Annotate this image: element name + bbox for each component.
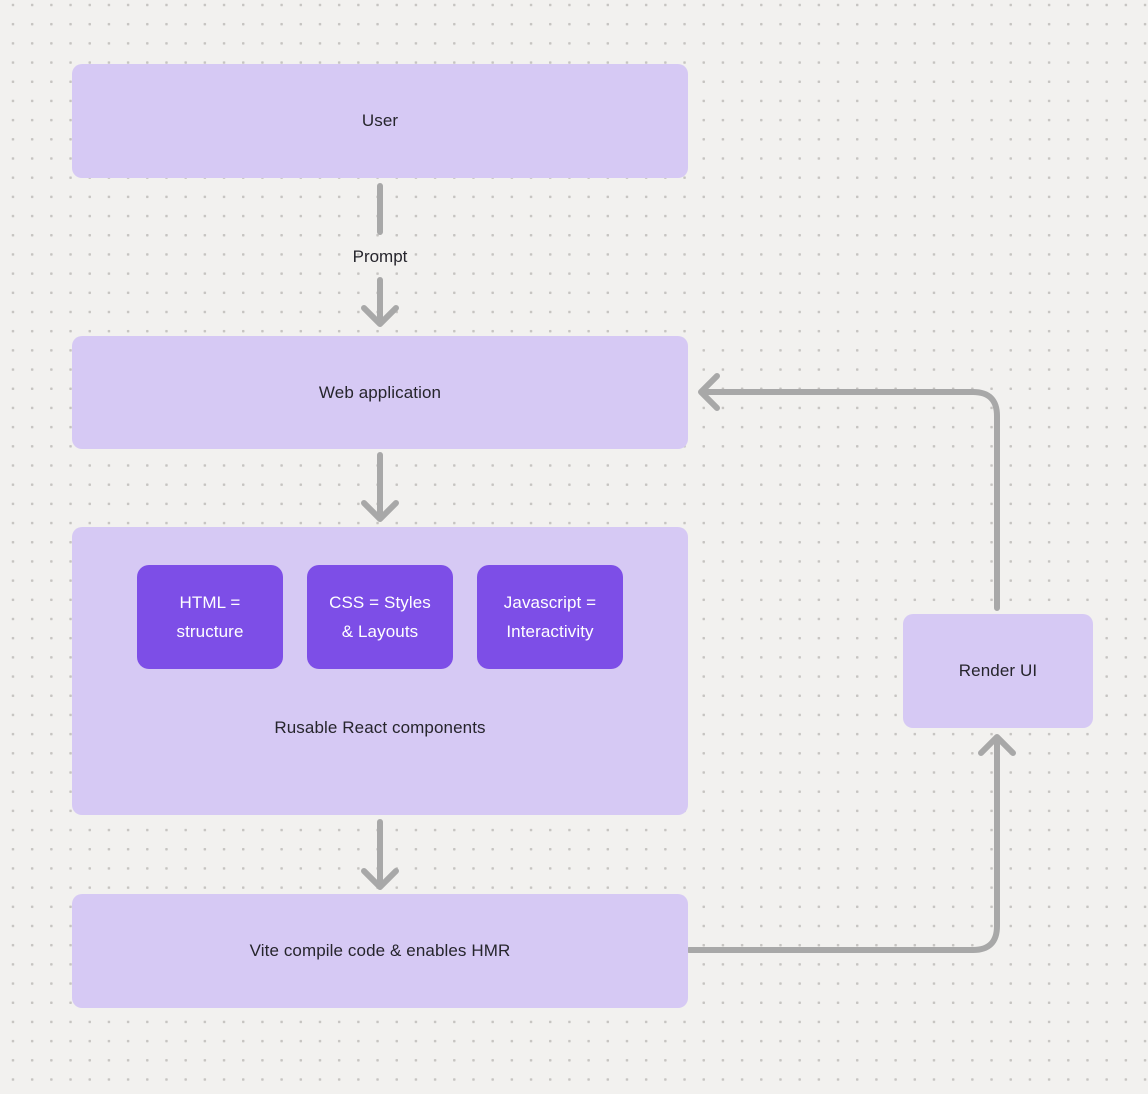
node-user: User: [72, 64, 688, 178]
edge-renderui-to-webapp-path: [701, 389, 1000, 611]
arrow-up-icon: [978, 734, 1016, 756]
chip-html-label: HTML = structure: [176, 593, 244, 641]
node-render-ui: Render UI: [903, 614, 1093, 728]
arrow-down-icon: [361, 500, 399, 522]
node-web-application-label: Web application: [318, 382, 442, 402]
arrow-down-icon: [361, 868, 399, 890]
components-group-caption: Rusable React components: [274, 718, 486, 737]
node-user-label: User: [361, 111, 399, 130]
chip-javascript: Javascript = Interactivity: [477, 565, 623, 669]
chip-javascript-label: Javascript = Interactivity: [503, 593, 597, 641]
arrow-down-icon: [361, 305, 399, 327]
arrow-left-icon: [698, 373, 720, 411]
chip-css: CSS = Styles & Layouts: [307, 565, 453, 669]
node-components-group: HTML = structure CSS = Styles & Layouts …: [72, 527, 688, 815]
chip-html: HTML = structure: [137, 565, 283, 669]
node-web-application: Web application: [72, 336, 688, 449]
edge-vite-to-renderui-path: [686, 741, 1000, 953]
node-render-ui-label: Render UI: [958, 661, 1038, 680]
node-vite: Vite compile code & enables HMR: [72, 894, 688, 1008]
chip-css-label: CSS = Styles & Layouts: [329, 593, 431, 641]
node-vite-label: Vite compile code & enables HMR: [249, 941, 511, 960]
edge-label-prompt: Prompt: [352, 247, 408, 266]
